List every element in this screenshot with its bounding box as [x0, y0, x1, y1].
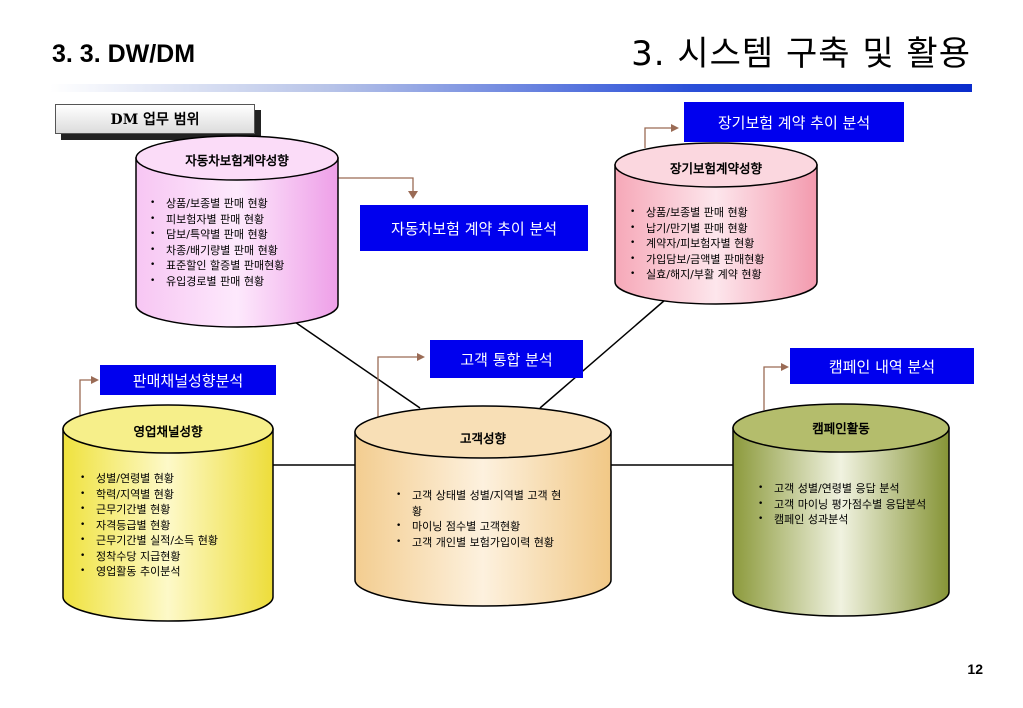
link-longterm-customer: [539, 299, 666, 409]
list-item: 가입담보/금액별 판매현황: [630, 252, 815, 268]
list-item: 실효/해지/부활 계약 현황: [630, 267, 815, 283]
arrow-campaign: [763, 366, 782, 410]
label-customer-integration: 고객 통합 분석: [430, 340, 583, 378]
list-item: 피보험자별 판매 현황: [150, 212, 335, 228]
dm-scope-badge: DM 업무 범위: [55, 104, 261, 140]
header-rule: [50, 84, 972, 92]
cylinder-channel-title: 영업채널성향: [133, 424, 203, 439]
list-item: 마이닝 점수별 고객현황: [396, 519, 566, 535]
list-item: 근무기간별 실적/소득 현황: [80, 533, 270, 549]
list-item: 표준할인 할증별 판매현황: [150, 258, 335, 274]
list-item: 근무기간별 현황: [80, 502, 270, 518]
cylinder-longterm-list: 상품/보종별 판매 현황 납기/만기별 판매 현황 계약자/피보험자별 현황 가…: [630, 205, 815, 283]
list-item: 계약자/피보험자별 현황: [630, 236, 815, 252]
arrow-auto: [338, 177, 414, 192]
list-item: 자격등급별 현황: [80, 518, 270, 534]
list-item: 고객 개인별 보험가입이력 현황: [396, 535, 566, 551]
list-item: 담보/특약별 판매 현황: [150, 227, 335, 243]
cylinder-auto-list: 상품/보종별 판매 현황 피보험자별 판매 현황 담보/특약별 판매 현황 차종…: [150, 196, 335, 289]
arrow-longterm: [644, 127, 672, 148]
list-item: 고객 상태별 성별/지역별 고객 현황: [396, 488, 566, 519]
list-item: 학력/지역별 현황: [80, 487, 270, 503]
label-channel-analysis: 판매채널성향분석: [100, 365, 276, 395]
list-item: 고객 마이닝 평가점수별 응답분석: [758, 497, 928, 513]
list-item: 납기/만기별 판매 현황: [630, 221, 815, 237]
list-item: 정착수당 지급현황: [80, 549, 270, 565]
cylinder-longterm-title: 장기보험계약성향: [669, 161, 762, 176]
dm-scope-badge-label: DM 업무 범위: [55, 104, 255, 134]
label-auto-trend: 자동차보험 계약 추이 분석: [360, 205, 588, 251]
list-item: 상품/보종별 판매 현황: [630, 205, 815, 221]
list-item: 차종/배기량별 판매 현황: [150, 243, 335, 259]
list-item: 유입경로별 판매 현황: [150, 274, 335, 290]
cylinder-campaign-title: 캠페인활동: [812, 421, 870, 436]
list-item: 고객 성별/연령별 응답 분석: [758, 481, 928, 497]
section-title: 3. 3. DW/DM: [52, 40, 196, 68]
list-item: 영업활동 추이분석: [80, 564, 270, 580]
cylinder-auto-title: 자동차보험계약성향: [185, 153, 289, 168]
page-title: 3. 시스템 구축 및 활용: [631, 34, 971, 74]
label-campaign-analysis: 캠페인 내역 분석: [790, 348, 974, 384]
cylinder-customer-list: 고객 상태별 성별/지역별 고객 현황 마이닝 점수별 고객현황 고객 개인별 …: [396, 488, 566, 550]
list-item: 캠페인 성과분석: [758, 512, 928, 528]
cylinder-campaign-list: 고객 성별/연령별 응답 분석 고객 마이닝 평가점수별 응답분석 캠페인 성과…: [758, 481, 928, 528]
arrow-channel: [79, 379, 92, 415]
cylinder-customer-title: 고객성향: [459, 431, 506, 446]
page-number: 12: [967, 661, 983, 677]
list-item: 상품/보종별 판매 현황: [150, 196, 335, 212]
cylinder-channel-list: 성별/연령별 현황 학력/지역별 현황 근무기간별 현황 자격등급별 현황 근무…: [80, 471, 270, 580]
arrow-customer: [377, 356, 418, 418]
label-longterm-trend: 장기보험 계약 추이 분석: [684, 102, 904, 142]
list-item: 성별/연령별 현황: [80, 471, 270, 487]
